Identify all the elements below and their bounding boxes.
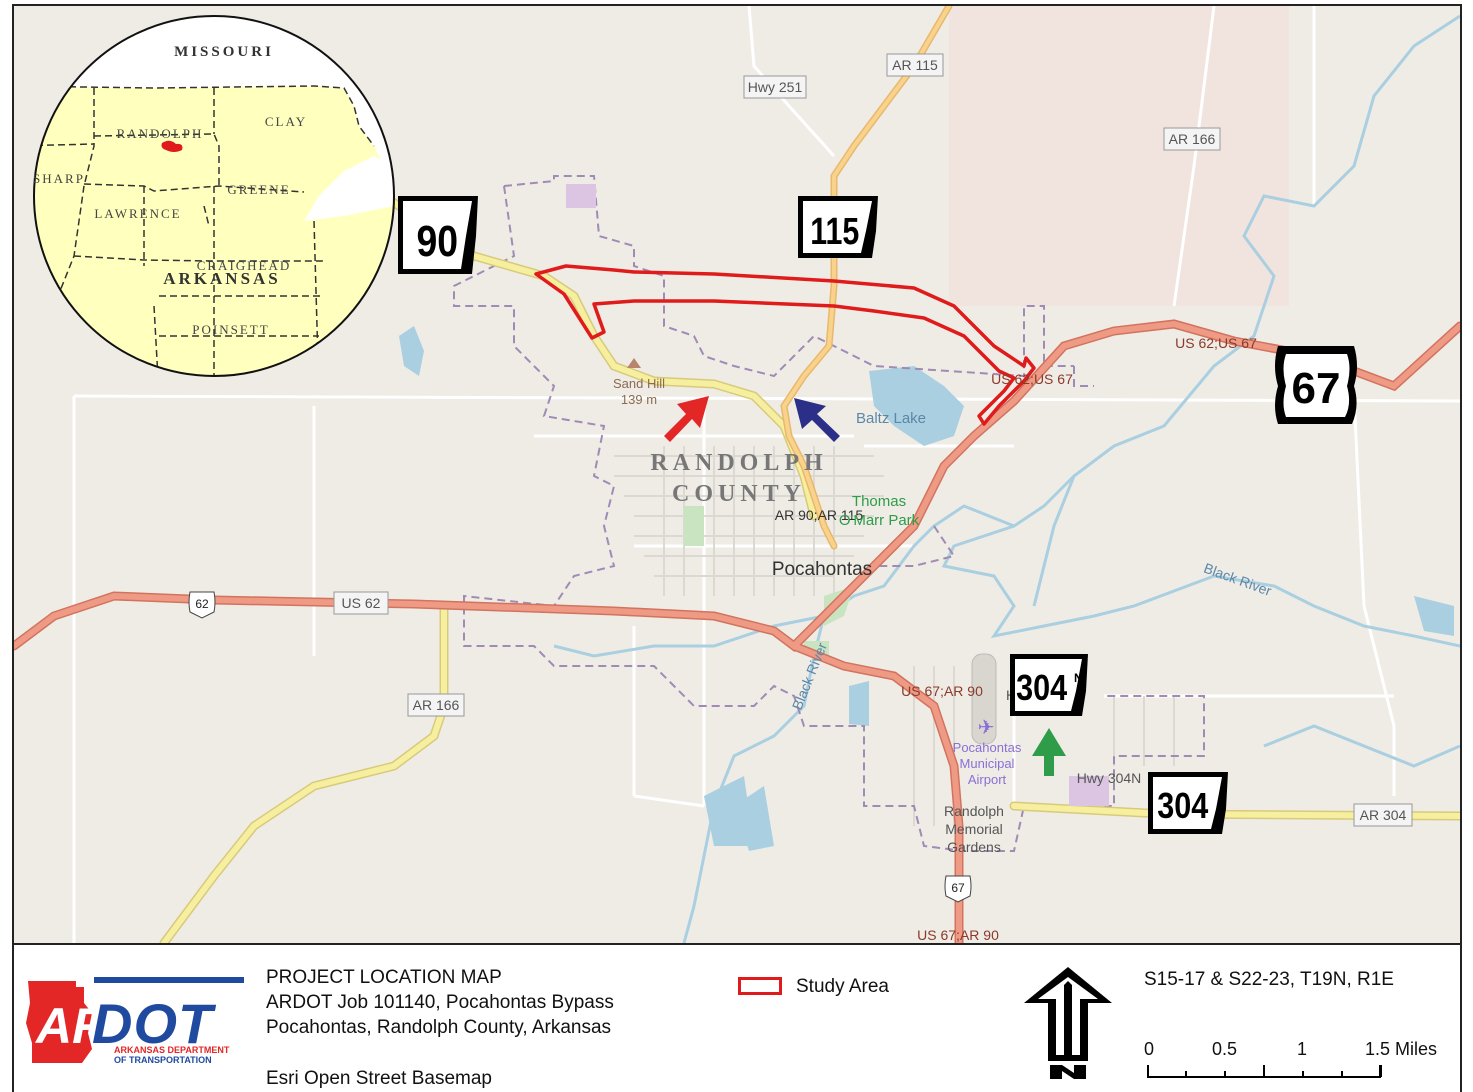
ar166-sw-label-box xyxy=(407,693,465,717)
us62us67-ne-label: US 62;US 67 xyxy=(1175,335,1257,351)
ar166-sw-label: AR 166 xyxy=(413,697,460,713)
inset-location-marker xyxy=(161,140,183,152)
us62-label-box xyxy=(333,591,389,615)
ar115-label: AR 115 xyxy=(892,57,938,73)
inset-missouri-label: MISSOURI xyxy=(174,44,274,60)
basemap: ✈ Hwy 251 AR 115 AR 166 US 62;US 67 US 6… xyxy=(14,6,1460,943)
sandhill-elev-label: 139 m xyxy=(621,392,657,407)
inset-lawrence-label: LAWRENCE xyxy=(94,206,181,221)
airport-label-2: Municipal xyxy=(960,756,1015,771)
hwy251-label-box xyxy=(743,75,807,99)
rivers xyxy=(553,14,1460,943)
red-arrow-icon xyxy=(664,396,709,442)
logo-ar-text: AR xyxy=(34,998,108,1054)
inset-craighead-label: CRAIGHEAD xyxy=(197,258,292,273)
legend-study-area-label: Study Area xyxy=(796,976,889,997)
ar115-label-box xyxy=(886,53,944,77)
lakes xyxy=(399,326,1454,851)
shield-115-label: 115 xyxy=(810,211,859,253)
shield-304n: 304 N xyxy=(1010,654,1088,716)
airport-icon: ✈ xyxy=(978,715,995,739)
map-footer: AR DOT ARKANSAS DEPARTMENT OF TRANSPORTA… xyxy=(12,945,1462,1092)
airport-label-3: Airport xyxy=(968,772,1007,787)
hwy251-label: Hwy 251 xyxy=(748,79,803,95)
thomas-park-label-1: Thomas xyxy=(852,493,906,510)
baltz-lake-label: Baltz Lake xyxy=(856,410,926,427)
study-area-polygon xyxy=(534,264,1036,426)
inset-arkansas-label: ARKANSAS xyxy=(163,269,281,288)
north-arrow-icon xyxy=(1024,967,1112,1079)
shield-90-label: 90 xyxy=(416,216,458,266)
shield-304n-sup: N xyxy=(1074,671,1083,685)
pocahontas-label: Pocahontas xyxy=(772,559,872,580)
scale-label-1: 1 xyxy=(1297,1039,1308,1059)
footer-basemap: Esri Open Street Basemap xyxy=(266,1068,492,1089)
town-grid xyxy=(614,446,1175,826)
cemetery-label-1: Randolph xyxy=(944,803,1004,819)
logo-dot-text: DOT xyxy=(92,992,217,1055)
school-area xyxy=(1069,776,1109,806)
ardot-logo: AR DOT ARKANSAS DEPARTMENT OF TRANSPORTA… xyxy=(26,977,244,1065)
shield-us67: 67 xyxy=(1275,346,1357,424)
us62-shield-icon xyxy=(188,591,216,619)
logo-sub2: OF TRANSPORTATION xyxy=(114,1055,212,1065)
ar304-label: AR 304 xyxy=(1360,807,1407,823)
inset-greene-label: GREENE xyxy=(227,182,290,197)
green-arrow-icon xyxy=(1032,728,1066,776)
us67-shield-icon xyxy=(944,875,972,903)
blue-arrow-icon xyxy=(794,398,840,442)
ar90ar115-label: AR 90;AR 115 xyxy=(775,507,864,523)
airport-runway xyxy=(971,653,997,745)
peak-icon xyxy=(627,358,641,368)
cemetery-label-2: Memorial xyxy=(945,821,1003,837)
black-river-east-label: Black River xyxy=(1202,560,1274,599)
shield-304: 304 xyxy=(1148,772,1228,834)
footer-job: ARDOT Job 101140, Pocahontas Bypass xyxy=(266,992,614,1013)
shield-304-label: 304 xyxy=(1157,787,1208,827)
hwy304n-label: Hwy 304N xyxy=(1077,770,1142,786)
urban-area xyxy=(949,6,1289,306)
ar166-ne-label: AR 166 xyxy=(1169,131,1216,147)
scale-label-05: 0.5 xyxy=(1212,1039,1238,1059)
map-frame[interactable]: ✈ Hwy 251 AR 115 AR 166 US 62;US 67 US 6… xyxy=(12,4,1462,945)
legend-study-area-swatch xyxy=(738,977,782,995)
footer-sections: S15-17 & S22-23, T19N, R1E xyxy=(1144,969,1394,990)
ar166-ne-label-box xyxy=(1163,127,1221,151)
county-label-1: RANDOLPH xyxy=(650,450,827,476)
thomas-park-label-2: O'Marr Park xyxy=(839,512,920,529)
shield-90: 90 xyxy=(398,196,478,274)
scale-bar xyxy=(1147,1065,1382,1078)
logo-sub1: ARKANSAS DEPARTMENT xyxy=(114,1045,230,1055)
inset-randolph-label: RANDOLPH xyxy=(117,126,204,141)
building-area xyxy=(566,184,596,208)
inset-locator-map: MISSOURI RANDOLPH CLAY SHARP GREENE LAWR… xyxy=(33,15,395,377)
shield-304n-label: 304 xyxy=(1016,669,1067,709)
airport-label-1: Pocahontas xyxy=(953,740,1022,755)
us62us67-mid-label: US 62;US 67 xyxy=(991,371,1073,387)
us67ar90-south-label: US 67;AR 90 xyxy=(917,927,999,943)
sandhill-label: Sand Hill xyxy=(613,376,665,391)
city-boundary xyxy=(453,175,1205,852)
us62-label: US 62 xyxy=(342,595,381,611)
shield-115: 115 xyxy=(798,196,878,258)
inset-poinsett-label: POINSETT xyxy=(192,322,269,337)
us67-shield-label: 67 xyxy=(951,881,965,895)
county-label-2: COUNTY xyxy=(672,481,806,507)
cemetery-label-3: Gardens xyxy=(947,839,1001,855)
scale-label-0: 0 xyxy=(1144,1039,1155,1059)
footer-title: PROJECT LOCATION MAP xyxy=(266,967,502,988)
footer-location: Pocahontas, Randolph County, Arkansas xyxy=(266,1017,612,1038)
ar115-road-fill xyxy=(781,6,951,548)
inset-clay-label: CLAY xyxy=(265,114,307,129)
inset-sharp-label: SHARP xyxy=(33,171,85,186)
ar304-label-box xyxy=(1353,803,1413,827)
shield-67-label: 67 xyxy=(1292,364,1341,413)
us62-shield-label: 62 xyxy=(195,597,209,611)
scale-label-15: 1.5 Miles xyxy=(1365,1039,1438,1059)
us67ar90-label: US 67;AR 90 xyxy=(901,683,983,699)
